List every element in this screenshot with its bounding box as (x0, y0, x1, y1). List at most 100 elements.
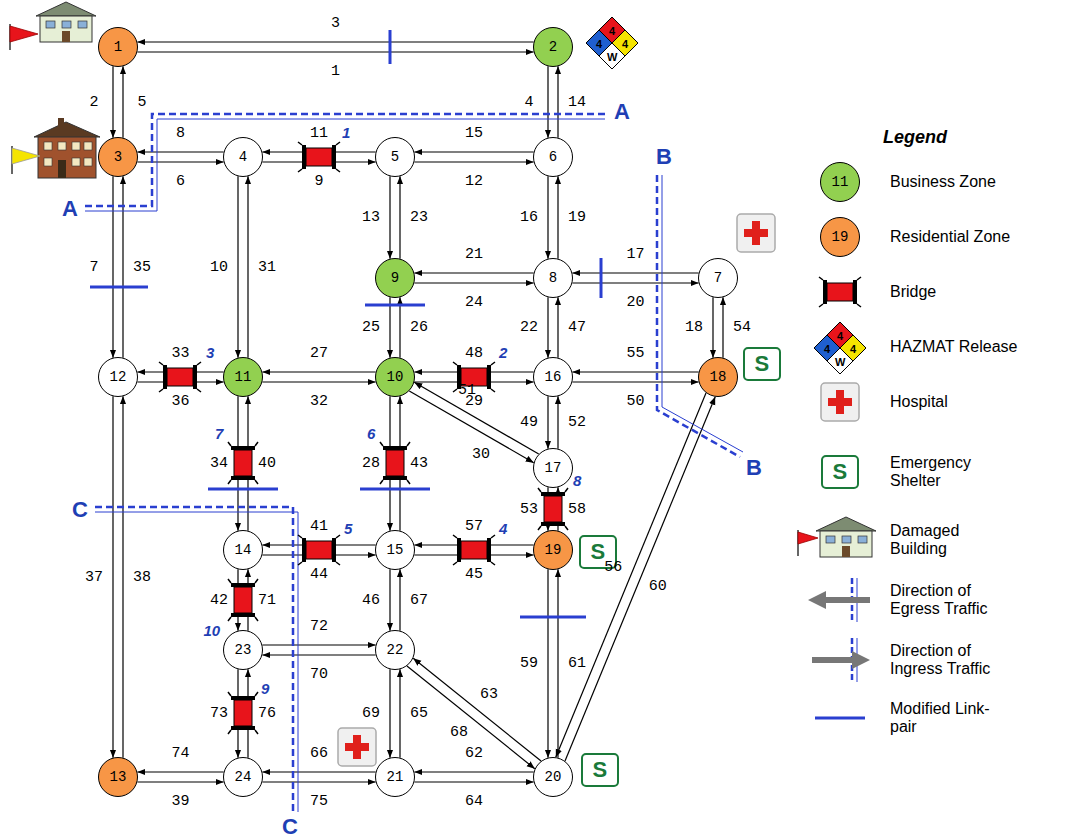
link-number: 61 (568, 655, 586, 672)
node-number: 23 (235, 642, 252, 658)
link-number: 13 (362, 209, 380, 226)
link-number: 26 (410, 319, 428, 336)
zone-node: 4 (223, 137, 263, 177)
link-number: 66 (310, 745, 328, 762)
link-number: 65 (410, 705, 428, 722)
node-number: 8 (549, 270, 557, 286)
link-number: 1 (331, 63, 340, 80)
legend-text: HAZMAT Release (890, 338, 1060, 356)
link-arrow (557, 66, 558, 137)
link-number: 51 (458, 382, 476, 399)
link-arrow (547, 396, 548, 448)
link-arrow (137, 51, 533, 52)
legend-text: Modified Link-pair (890, 700, 1008, 736)
shelter-symbol (580, 348, 858, 786)
zone-node: 6 (533, 137, 573, 177)
node-number: 7 (714, 270, 722, 286)
link-number: 67 (410, 592, 428, 609)
node-number: 10 (387, 369, 404, 385)
bridge-number: 1 (342, 124, 350, 141)
zone-node: 24 (223, 757, 263, 797)
link-number: 5 (138, 94, 147, 111)
legend-text: Direction of Egress Traffic (890, 582, 1008, 618)
node-number: 21 (387, 769, 404, 785)
bridge-number: 10 (204, 622, 221, 639)
bridge-number: 6 (367, 425, 375, 442)
zone-node: 12 (98, 357, 138, 397)
link-number: 50 (627, 393, 645, 410)
hazmat-rating: W (835, 356, 845, 368)
link-arrow (122, 396, 123, 757)
link-arrow (122, 176, 123, 357)
link-arrow (547, 297, 548, 357)
link-arrow (137, 771, 223, 772)
link-arrow (572, 381, 698, 382)
link-number: 70 (310, 666, 328, 683)
node-number: 24 (235, 769, 252, 785)
link-number: 3 (331, 15, 340, 32)
cut-line-letter: A (62, 196, 78, 222)
zone-node: 16 (533, 357, 573, 397)
zone-node: 2 (533, 27, 573, 67)
bridge-number: 7 (215, 425, 223, 442)
zone-node: 8 (533, 258, 573, 298)
link-arrow (414, 282, 533, 283)
cut-line-letter: C (72, 497, 88, 523)
link-number: 33 (172, 345, 190, 362)
link-arrow (399, 176, 400, 258)
node-number: 2 (549, 39, 557, 55)
node-number: 20 (545, 769, 562, 785)
link-number: 48 (465, 345, 483, 362)
link-number: 34 (210, 455, 228, 472)
node-number: 9 (391, 270, 399, 286)
link-number: 17 (627, 246, 645, 263)
link-number: 10 (210, 259, 228, 276)
link-number: 72 (310, 618, 328, 635)
link-number: 58 (568, 501, 586, 518)
link-number: 6 (176, 173, 185, 190)
node-number: 13 (110, 769, 127, 785)
bridge-number: 4 (499, 520, 507, 537)
link-arrow (547, 569, 548, 757)
link-arrow (712, 297, 713, 357)
link-number: 49 (520, 414, 538, 431)
zone-node: 22 (375, 630, 415, 670)
link-arrow (122, 66, 123, 137)
link-arrow (399, 569, 400, 630)
link-number: 24 (465, 294, 483, 311)
link-number: 22 (520, 319, 538, 336)
link-arrow (137, 161, 223, 162)
hazmat-rating: 4 (837, 330, 843, 342)
link-number: 36 (172, 393, 190, 410)
shelter-letter: S (755, 351, 770, 377)
legend-text: Bridge (890, 283, 1060, 301)
link-number: 64 (465, 793, 483, 810)
hazmat-rating: 4 (850, 343, 856, 355)
link-arrow (722, 297, 723, 357)
link-number: 74 (172, 745, 190, 762)
link-number: 59 (520, 655, 538, 672)
zone-node: 10 (375, 357, 415, 397)
hazmat-rating: 4 (622, 38, 628, 50)
link-number: 14 (568, 94, 586, 111)
link-number: 39 (172, 793, 190, 810)
hospital-symbol (338, 214, 859, 766)
bridge-number: 9 (261, 680, 269, 697)
link-number: 32 (310, 393, 328, 410)
hazmat-rating: 4 (824, 343, 830, 355)
hazmat-rating: 4 (596, 38, 602, 50)
link-arrow (547, 66, 548, 137)
link-arrow (414, 781, 533, 782)
link-number: 71 (258, 592, 276, 609)
legend-text: Emergency Shelter (890, 454, 1008, 490)
zone-node: 19 (533, 530, 573, 570)
link-number: 12 (465, 173, 483, 190)
link-arrow (556, 393, 706, 757)
link-number: 18 (685, 319, 703, 336)
link-arrow (112, 396, 113, 757)
zone-node: 23 (223, 630, 263, 670)
node-number: 19 (545, 542, 562, 558)
link-number: 19 (568, 209, 586, 226)
node-number: 11 (235, 369, 252, 385)
bridge-number: 5 (344, 520, 352, 537)
